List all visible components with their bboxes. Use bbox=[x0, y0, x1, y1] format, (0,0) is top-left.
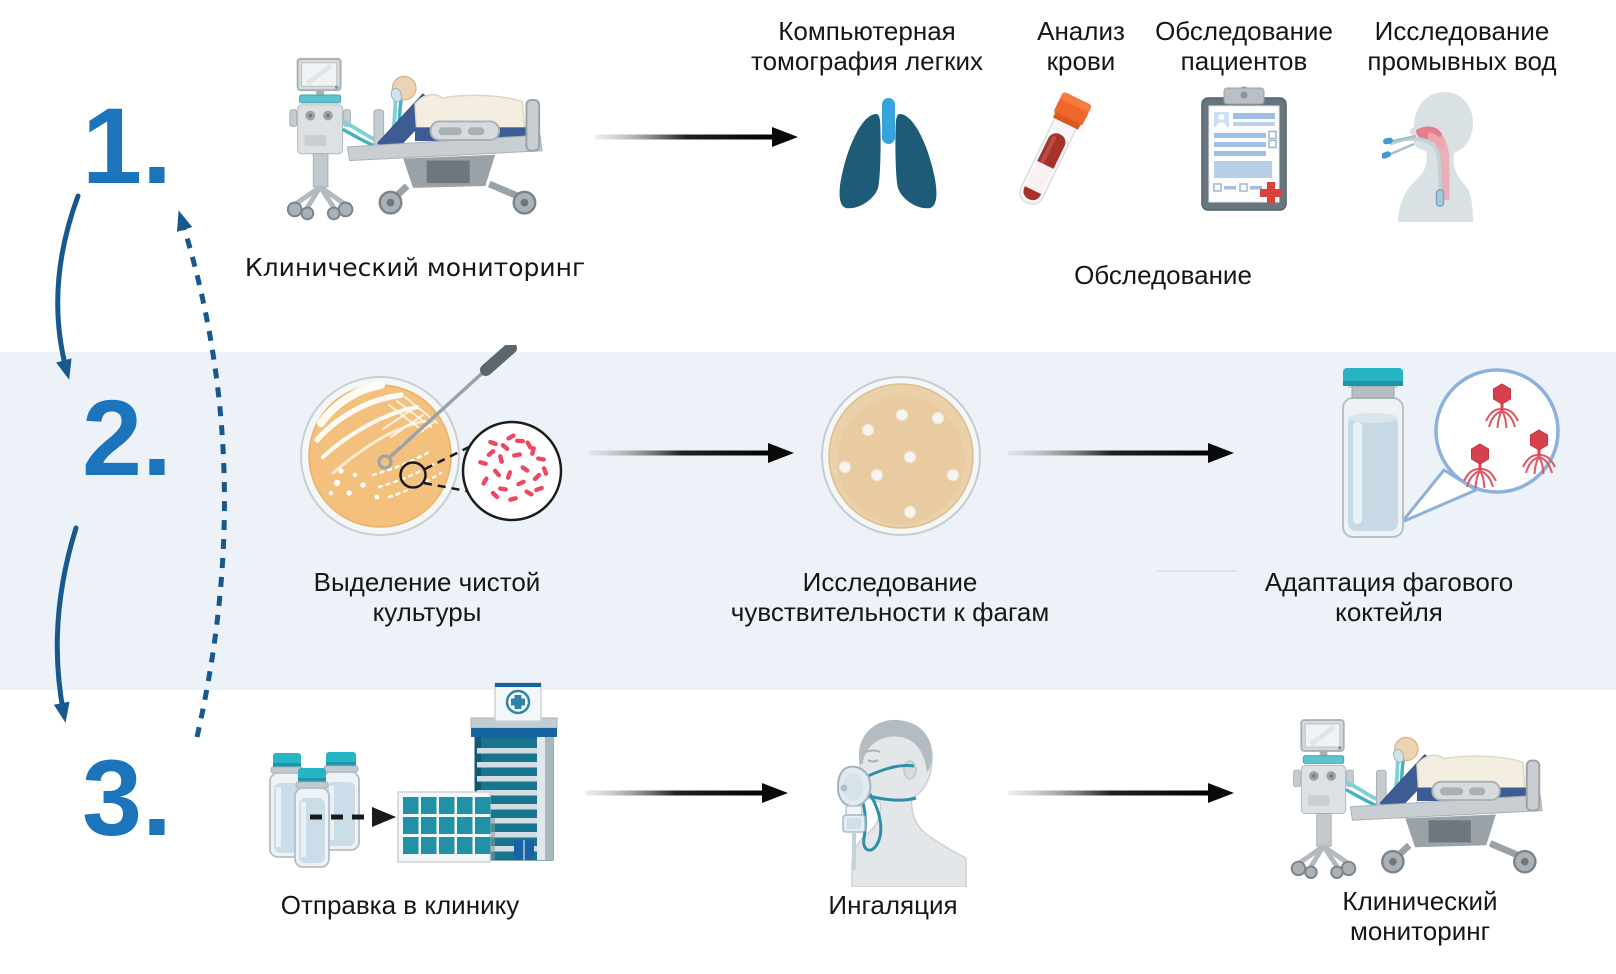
throat-lavage-icon bbox=[1382, 92, 1473, 222]
phage-plaques bbox=[839, 409, 959, 518]
label-ct-lungs: Компьютерная томография легких bbox=[750, 16, 984, 76]
step-number-1: 1. bbox=[81, 85, 173, 206]
phage-vial-icon bbox=[1342, 368, 1404, 538]
phage-cocktail-icon bbox=[1342, 368, 1560, 538]
blood-tube-icon bbox=[1019, 92, 1092, 205]
label-phage-sensitivity: Исследование чувствительности к фагам bbox=[730, 567, 1050, 627]
label-clinical-monitoring-2: Клинический мониторинг bbox=[1342, 886, 1498, 946]
inhalation-mask-icon bbox=[836, 719, 967, 887]
petri-dish-plaques-icon bbox=[821, 376, 981, 536]
colonies bbox=[328, 468, 380, 500]
petri-dish-culture-icon bbox=[300, 345, 563, 536]
shipping-to-clinic-icon bbox=[269, 682, 558, 868]
culture-streaks bbox=[314, 381, 443, 499]
ventilator bbox=[286, 57, 354, 221]
inoculation-loop-icon bbox=[377, 345, 517, 470]
label-blood-analysis: Анализ крови bbox=[1037, 16, 1125, 76]
label-lavage-study: Исследование промывных вод bbox=[1367, 16, 1557, 76]
step1-to-step2-arrow bbox=[55, 193, 81, 380]
icu-bed-ventilator-icon-1 bbox=[286, 57, 543, 221]
label-cocktail-adaptation: Адаптация фагового коктейля bbox=[1264, 567, 1514, 627]
label-clinical-monitoring-1: Клинический мониторинг bbox=[244, 253, 586, 282]
arrow-row3-left bbox=[585, 783, 788, 803]
clipboard-checklist-icon bbox=[1201, 86, 1287, 211]
bacteria-magnifier-icon bbox=[461, 420, 563, 522]
label-examination-group: Обследование bbox=[1074, 260, 1252, 290]
arrow-row1 bbox=[595, 127, 798, 147]
label-inhalation: Ингаляция bbox=[828, 890, 958, 920]
phage-vials-icon bbox=[269, 752, 360, 868]
label-pure-culture: Выделение чистой культуры bbox=[313, 567, 541, 627]
lungs-ct-icon bbox=[839, 98, 937, 209]
icu-bed-ventilator-icon-2 bbox=[1284, 714, 1546, 888]
hospital-building-icon bbox=[397, 682, 558, 863]
shipping-dashed-arrow bbox=[310, 807, 396, 827]
label-patient-exam: Обследование пациентов bbox=[1155, 16, 1333, 76]
label-shipping: Отправка в клинику bbox=[280, 890, 520, 920]
colony-target-circle bbox=[399, 461, 427, 489]
arrow-row3-right bbox=[1008, 783, 1234, 803]
hospital-bed bbox=[346, 75, 543, 215]
step-number-3: 3. bbox=[81, 737, 173, 858]
step-number-2: 2. bbox=[81, 377, 173, 498]
